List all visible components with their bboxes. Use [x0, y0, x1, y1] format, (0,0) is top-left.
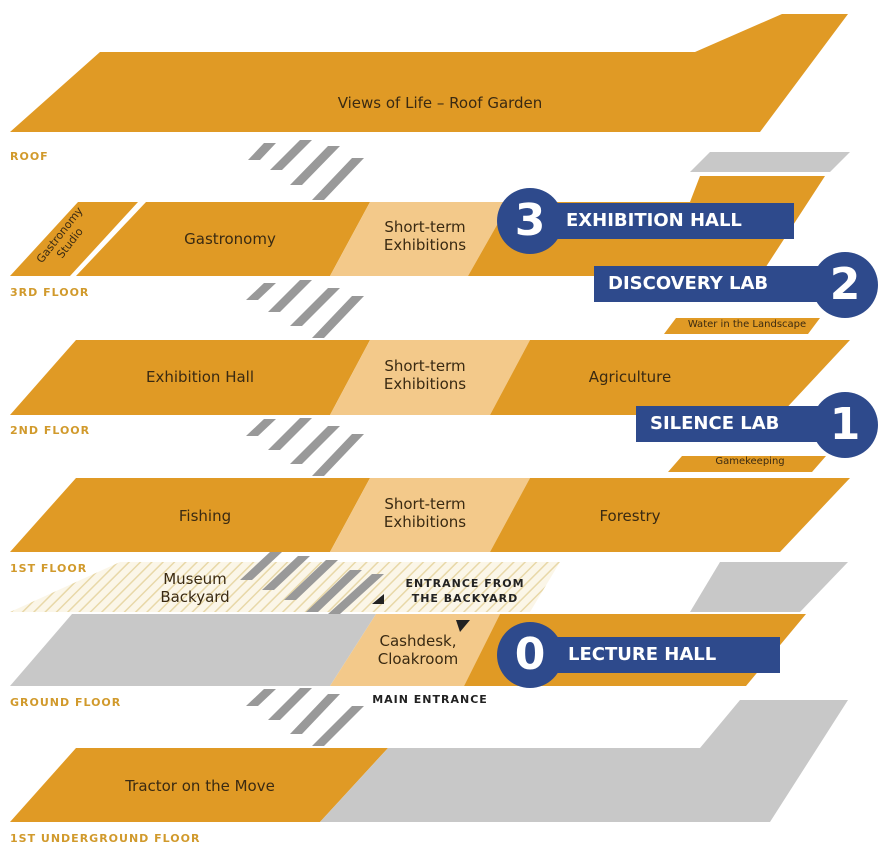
underground-tractor-area	[10, 748, 388, 822]
entrance-backyard-line2: THE BACKYARD	[411, 592, 519, 606]
first-short-term-area	[330, 478, 530, 552]
cashdesk-line1: Cashdesk,	[379, 632, 457, 650]
museum-backyard-line1: Museum	[163, 570, 227, 588]
forestry-label: Forestry	[599, 507, 661, 525]
main-entrance-label: MAIN ENTRANCE	[372, 693, 488, 706]
stairs	[240, 140, 384, 746]
floor-label-first: 1ST FLOOR	[10, 562, 88, 575]
silence-lab-badge: SILENCE LAB	[636, 406, 846, 442]
first-short-term-label: Short-term Exhibitions	[365, 495, 485, 531]
agriculture-label: Agriculture	[588, 368, 672, 386]
cashdesk-line2: Cloakroom	[377, 650, 459, 668]
museum-backyard-label: Museum Backyard	[140, 570, 250, 606]
cashdesk-label: Cashdesk, Cloakroom	[368, 632, 468, 668]
silence-lab-number: 1	[812, 392, 878, 458]
floor-label-underground: 1ST UNDERGROUND FLOOR	[10, 832, 201, 845]
third-studio-area	[10, 202, 138, 276]
roof-garden-label: Views of Life – Roof Garden	[337, 94, 543, 112]
second-short-term-area	[330, 340, 530, 415]
third-short-term-area	[330, 202, 510, 276]
lecture-hall-lab-text: LECTURE HALL	[568, 644, 717, 665]
roof-garden-area	[10, 14, 848, 132]
floor-label-third: 3RD FLOOR	[10, 286, 90, 299]
second-agriculture-area	[490, 340, 850, 415]
ground-backyard-area	[10, 562, 560, 612]
underground-gray-area	[320, 700, 848, 822]
discovery-lab-text: DISCOVERY LAB	[608, 273, 769, 294]
third-gastronomy-area	[76, 202, 370, 276]
second-exhibition-area	[10, 340, 370, 415]
gastronomy-label: Gastronomy	[184, 230, 276, 248]
tractor-label: Tractor on the Move	[125, 777, 275, 795]
second-short-term-line2: Exhibitions	[383, 375, 467, 393]
first-forestry-area	[490, 478, 850, 552]
second-short-term-label: Short-term Exhibitions	[365, 357, 485, 393]
floor-label-second: 2ND FLOOR	[10, 424, 91, 437]
entrance-backyard-label: ENTRANCE FROM THE BACKYARD	[390, 576, 540, 607]
discovery-lab-badge: DISCOVERY LAB	[594, 266, 844, 302]
exhibition-hall-lab-badge: EXHIBITION HALL	[530, 203, 794, 239]
ground-backyard-gray	[690, 562, 848, 612]
entrance-backyard-line1: ENTRANCE FROM	[405, 577, 525, 590]
exhibition-hall-lab-text: EXHIBITION HALL	[566, 210, 742, 231]
roof-gray-strip	[690, 152, 850, 172]
third-short-term-label: Short-term Exhibitions	[365, 218, 485, 254]
lecture-hall-number: 0	[497, 622, 563, 688]
exhibition-hall-number: 3	[497, 188, 563, 254]
third-short-term-line2: Exhibitions	[383, 236, 467, 254]
entrance-backyard-arrow	[372, 594, 384, 604]
floor-label-ground: GROUND FLOOR	[10, 696, 122, 709]
ground-cashdesk-area	[330, 614, 500, 686]
first-fishing-area	[10, 478, 370, 552]
third-water-strip	[664, 318, 820, 334]
floor-label-roof: ROOF	[10, 150, 49, 163]
museum-backyard-line2: Backyard	[160, 588, 230, 606]
discovery-lab-number: 2	[812, 252, 878, 318]
first-short-term-line2: Exhibitions	[383, 513, 467, 531]
silence-lab-text: SILENCE LAB	[650, 413, 780, 434]
ground-left-gray	[10, 614, 376, 686]
water-landscape-label: Water in the Landscape	[687, 319, 807, 330]
main-entrance-arrow	[456, 620, 470, 632]
first-short-term-line1: Short-term	[384, 495, 466, 513]
lecture-hall-lab-badge: LECTURE HALL	[530, 637, 780, 673]
third-short-term-line1: Short-term	[384, 218, 466, 236]
second-short-term-line1: Short-term	[384, 357, 466, 375]
second-gamekeeping-strip	[668, 456, 826, 472]
exhibition-hall-label: Exhibition Hall	[145, 368, 255, 386]
fishing-label: Fishing	[178, 507, 232, 525]
gamekeeping-label: Gamekeeping	[715, 456, 785, 467]
